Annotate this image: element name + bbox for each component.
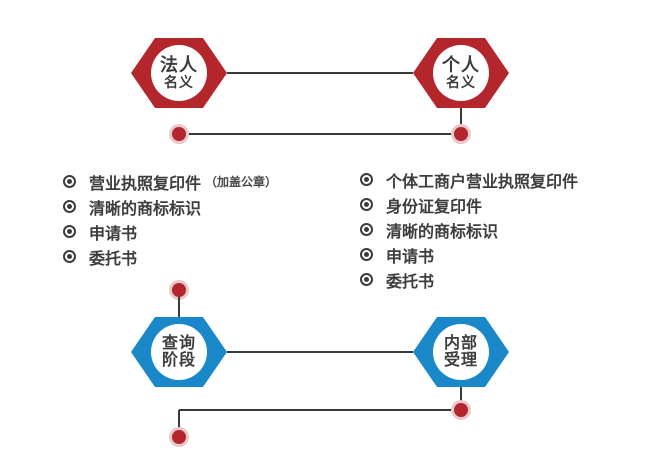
list-item-text: 申请书 xyxy=(386,248,435,266)
node-query-stage: 查询 阶段 xyxy=(131,317,227,387)
connector-dot xyxy=(451,400,471,420)
circled-dot-bullet-icon xyxy=(360,223,373,236)
list-item-text: 申请书 xyxy=(89,225,138,243)
list-item: 个体工商户营业执照复印件 xyxy=(360,167,578,192)
list-item-text: 身份证复印件 xyxy=(386,198,483,216)
list-item: 营业执照复印件 （加盖公章） xyxy=(63,169,277,194)
list-item: 申请书 xyxy=(63,219,277,244)
node-label-line2: 名义 xyxy=(446,74,476,91)
list-item: 委托书 xyxy=(360,267,578,292)
list-item-text: 清晰的商标标识 xyxy=(386,223,499,241)
circled-dot-bullet-icon xyxy=(63,200,76,213)
node-label-line2: 名义 xyxy=(164,74,194,91)
circled-dot-bullet-icon xyxy=(63,250,76,263)
list-item-text: 清晰的商标标识 xyxy=(89,200,202,218)
list-item: 申请书 xyxy=(360,242,578,267)
hexagon-shape xyxy=(413,317,509,387)
node-label-line1: 内部 xyxy=(443,334,478,352)
circled-dot-bullet-icon xyxy=(360,273,373,286)
list-item-text: 个体工商户营业执照复印件 xyxy=(386,173,579,191)
node-legal-name: 法人 名义 xyxy=(131,38,227,108)
node-label: 内部 受理 xyxy=(413,317,509,387)
list-item: 委托书 xyxy=(63,244,277,269)
node-label-line2: 受理 xyxy=(443,352,478,369)
circled-dot-bullet-icon xyxy=(360,248,373,261)
list-item-text: 委托书 xyxy=(386,273,435,291)
connector-dot xyxy=(169,427,189,447)
connector-dot xyxy=(169,124,189,144)
node-label-line1: 个人 xyxy=(442,54,480,75)
node-label: 查询 阶段 xyxy=(131,317,227,387)
circled-dot-bullet-icon xyxy=(63,175,76,188)
circled-dot-bullet-icon xyxy=(360,198,373,211)
circled-dot-bullet-icon xyxy=(63,225,76,238)
circled-dot-bullet-icon xyxy=(360,173,373,186)
list-item: 清晰的商标标识 xyxy=(63,194,277,219)
node-label-line1: 查询 xyxy=(161,334,196,352)
list-item: 身份证复印件 xyxy=(360,192,578,217)
connector-dot xyxy=(451,124,471,144)
node-label: 法人 名义 xyxy=(131,38,227,108)
list-legal-name-requirements: 营业执照复印件 （加盖公章） 清晰的商标标识 申请书 委托书 xyxy=(63,169,277,269)
list-item-text: 营业执照复印件 xyxy=(89,175,202,193)
list-personal-name-requirements: 个体工商户营业执照复印件 身份证复印件 清晰的商标标识 申请书 委托书 xyxy=(360,167,578,292)
node-internal-acceptance: 内部 受理 xyxy=(413,317,509,387)
node-label-line2: 阶段 xyxy=(161,352,196,369)
hexagon-shape xyxy=(131,38,227,108)
list-item-text: 委托书 xyxy=(89,250,138,268)
hexagon-shape xyxy=(413,38,509,108)
hexagon-shape xyxy=(131,317,227,387)
node-label-line1: 法人 xyxy=(160,54,198,75)
list-item: 清晰的商标标识 xyxy=(360,217,578,242)
node-personal-name: 个人 名义 xyxy=(413,38,509,108)
connector-dot xyxy=(169,280,189,300)
node-label: 个人 名义 xyxy=(413,38,509,108)
list-item-note: （加盖公章） xyxy=(205,175,278,189)
